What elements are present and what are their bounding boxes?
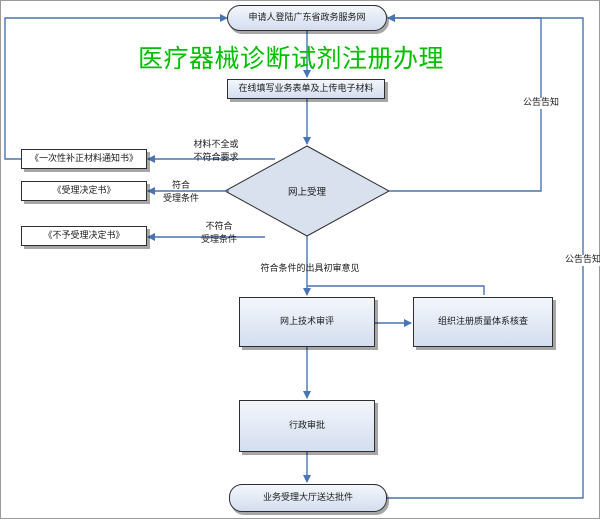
node-quality-check-label: 组织注册质量体系核查: [437, 316, 528, 327]
page-title: 医疗器械诊断试剂注册办理: [137, 44, 444, 73]
label-qualified-1: 符合: [171, 181, 190, 191]
node-delivery-label: 业务受理大厅送达批件: [262, 492, 353, 503]
label-unqualified-2: 受理条件: [200, 235, 237, 245]
node-start-label: 申请人登陆广东省政务服务网: [248, 12, 366, 23]
node-admin-approval: 行政审批: [239, 400, 375, 452]
label-incomplete-1: 材料不全或: [193, 140, 239, 150]
node-accept-decision-label: 《受理决定书》: [52, 185, 116, 196]
node-delivery: 业务受理大厅送达批件: [229, 484, 387, 512]
node-fill-form: 在线填写业务表单及上传电子材料: [227, 79, 385, 99]
edge-notice-loop-2: [387, 14, 584, 499]
label-notice-2: 公告告知: [555, 255, 600, 266]
node-tech-review: 网上技术审评: [239, 297, 375, 347]
edge-supplement-loop: [4, 14, 228, 160]
label-incomplete-2: 不符合要求: [193, 153, 239, 163]
label-preliminary: 符合条件的出具初审意见: [260, 264, 360, 274]
edge-quality-return: [307, 285, 485, 295]
node-supplement-notice: 《一次性补正材料通知书》: [21, 149, 147, 169]
node-tech-review-label: 网上技术审评: [279, 316, 334, 327]
node-quality-check: 组织注册质量体系核查: [413, 297, 553, 347]
label-qualified-2: 受理条件: [162, 194, 199, 204]
node-reject-decision: 《不予受理决定书》: [21, 226, 147, 246]
node-supplement-notice-label: 《一次性补正材料通知书》: [29, 153, 138, 164]
label-notice-1: 公告告知: [513, 98, 569, 109]
node-reject-decision-label: 《不予受理决定书》: [43, 230, 125, 241]
label-unqualified-1: 不符合: [205, 222, 233, 232]
node-start: 申请人登陆广东省政务服务网: [227, 5, 387, 31]
node-online-accept-label: 网上受理: [287, 187, 326, 198]
node-accept-decision: 《受理决定书》: [21, 181, 147, 201]
node-fill-form-label: 在线填写业务表单及上传电子材料: [238, 83, 374, 94]
node-admin-approval-label: 行政审批: [288, 420, 325, 431]
